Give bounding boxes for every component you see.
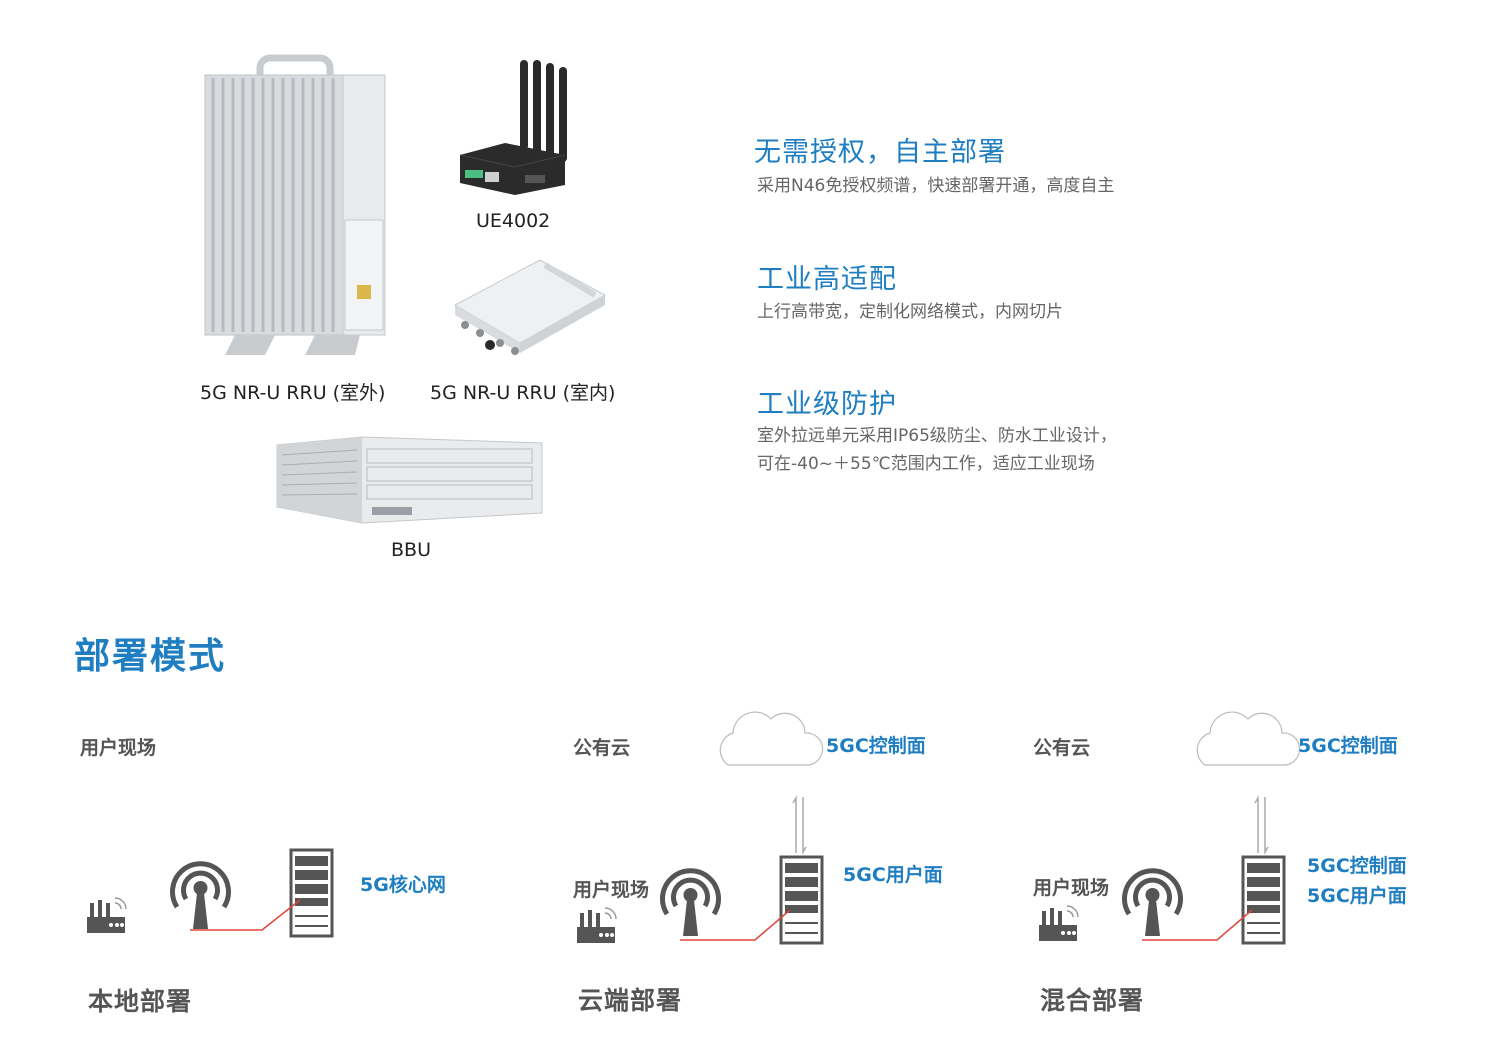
rru-indoor-image [453,259,607,355]
section-title: 部署模式 [74,636,227,677]
mode2-cloud-label: 5GC控制面 [826,735,926,757]
bbu-label: BBU [391,539,431,561]
bbu-image [276,436,543,524]
mode3-router-icon [1039,905,1079,941]
mode3-updown-arrow [1254,795,1269,855]
mode3-cloud-label: 5GC控制面 [1298,735,1398,757]
rru-indoor-label: 5G NR-U RRU (室内) [430,382,616,404]
feature-title-1: 无需授权，自主部署 [754,137,1006,168]
mode2-antenna-icon [660,868,721,936]
mode3-core-label-control: 5GC控制面 [1307,855,1407,877]
mode3-site-place: 用户现场 [1033,877,1110,899]
mode1-core-label: 5G核心网 [360,874,446,896]
mode1-name: 本地部署 [88,987,193,1016]
feature-desc-3b: 可在-40~＋55℃范围内工作，适应工业现场 [757,454,1095,474]
mode2-router-icon [577,907,617,943]
mode2-server-icon [779,855,824,945]
mode2-site-place: 用户现场 [573,879,650,901]
mode3-name: 混合部署 [1040,986,1145,1015]
feature-desc-3a: 室外拉远单元采用IP65级防尘、防水工业设计， [757,426,1117,446]
feature-title-3: 工业级防护 [757,389,897,420]
mode3-cloud-place: 公有云 [1033,737,1091,759]
mode2-cloud-place: 公有云 [573,737,631,759]
mode3-core-label-user: 5GC用户面 [1307,885,1407,907]
mode1-router-icon [87,897,127,933]
ue4002-label: UE4002 [476,210,551,232]
mode3-link-line [1142,909,1253,941]
mode2-core-label: 5GC用户面 [843,864,943,886]
ue4002-image [459,60,567,195]
mode3-server-icon [1241,855,1286,945]
mode2-name: 云端部署 [578,986,683,1015]
mode3-cloud-icon [1196,711,1301,766]
feature-desc-2: 上行高带宽，定制化网络模式，内网切片 [757,302,1063,322]
mode3-antenna-icon [1122,868,1183,936]
mode2-updown-arrow [792,795,807,855]
rru-outdoor-image [204,54,386,355]
rru-outdoor-label: 5G NR-U RRU (室外) [200,382,386,404]
mode1-server-icon [289,848,334,938]
feature-title-2: 工业高适配 [757,264,897,295]
feature-desc-1: 采用N46免授权频谱，快速部署开通，高度自主 [757,176,1115,196]
mode1-antenna-icon [170,861,231,929]
mode2-link-line [680,909,791,941]
mode1-link-line [190,899,301,931]
mode2-cloud-icon [719,711,824,766]
mode1-place: 用户现场 [80,737,157,759]
